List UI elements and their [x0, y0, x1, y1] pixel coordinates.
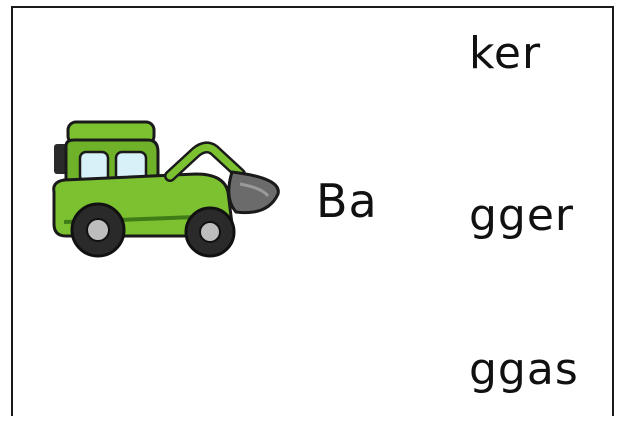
option-ker[interactable]: ker: [469, 28, 542, 79]
prompt-syllable: Ba: [316, 174, 378, 228]
excavator-icon: [52, 120, 280, 258]
worksheet-card: Ba ker gger ggas: [11, 6, 614, 416]
option-ggas[interactable]: ggas: [469, 344, 579, 395]
option-gger[interactable]: gger: [469, 190, 575, 241]
